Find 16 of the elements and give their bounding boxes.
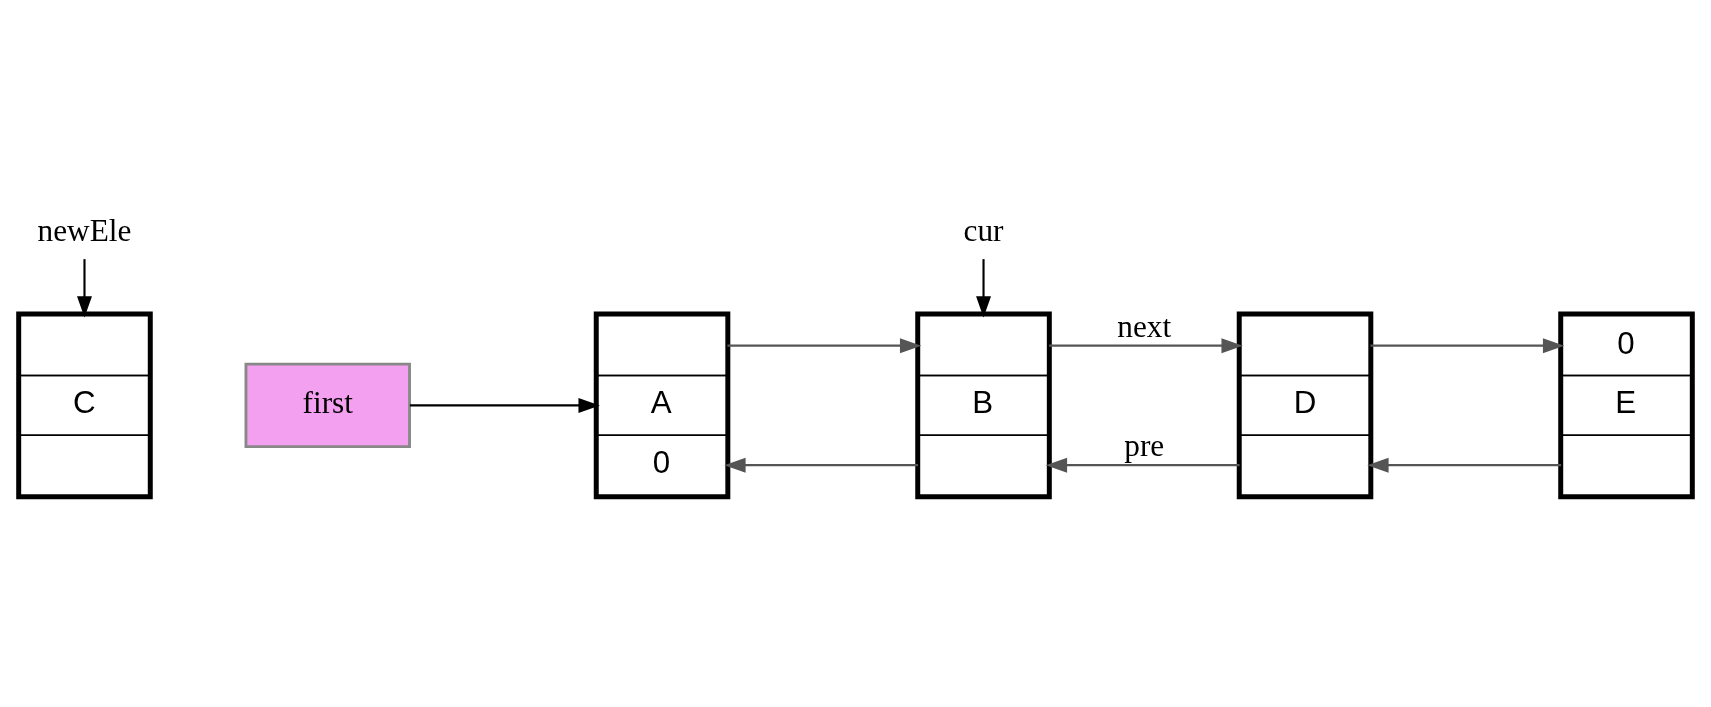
arrow <box>77 259 92 318</box>
edge-label: pre <box>1124 428 1165 464</box>
node-text: newEle <box>37 213 132 249</box>
arrow <box>1048 338 1243 354</box>
node-box: A 0 <box>593 311 731 500</box>
arrow <box>1045 457 1240 473</box>
arrow <box>1370 338 1565 354</box>
arrow <box>1367 457 1562 473</box>
node-text: cur <box>963 213 1004 249</box>
node-box: D <box>1236 311 1374 500</box>
arrow <box>727 338 922 354</box>
edge-label: next <box>1117 308 1172 344</box>
arrow <box>724 457 919 473</box>
arrow <box>409 397 600 413</box>
node-box: first <box>244 362 411 449</box>
arrow <box>976 259 991 318</box>
